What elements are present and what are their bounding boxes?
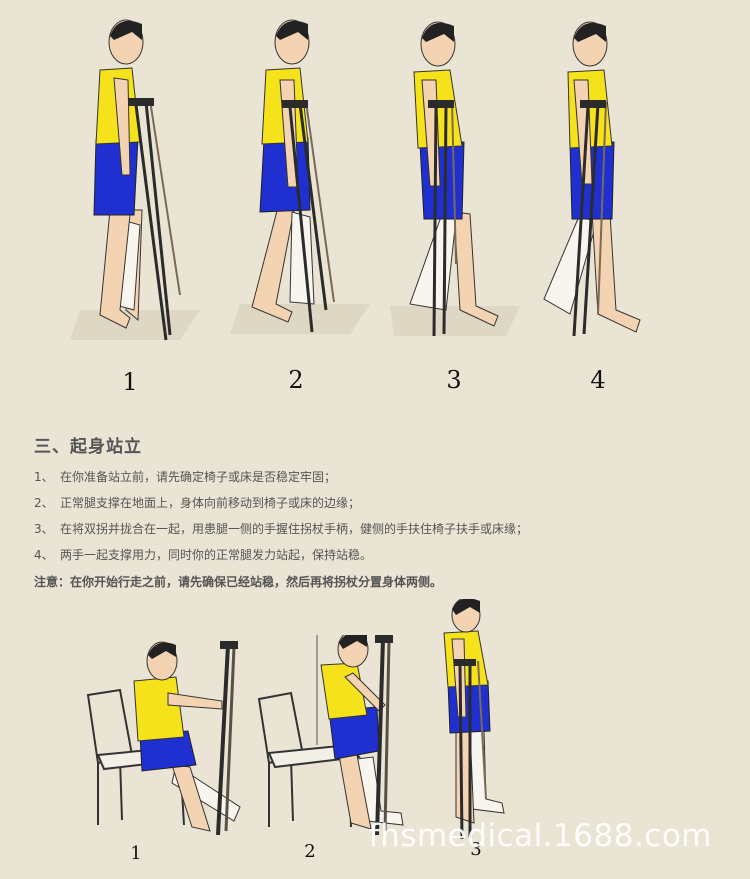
instruction-step: 2、正常腿支撑在地面上，身体向前移动到椅子或床的边缘； <box>34 495 734 511</box>
caution-note: 注意：在你开始行走之前，请先确保已经站稳，然后再将拐杖分置身体两侧。 <box>34 575 443 589</box>
stand-up-illustrations: 1 2 <box>0 595 750 879</box>
person-with-crutches-illustration <box>390 21 520 337</box>
stand-up-figure-1 <box>80 635 260 835</box>
stand-up-figure-2 <box>255 635 425 835</box>
instructions-section: 三、起身站立 1、在你准备站立前，请先确定椅子或床是否稳定牢固； 2、正常腿支撑… <box>34 432 734 590</box>
person-with-crutches-illustration <box>230 19 370 334</box>
walking-figure-4 <box>540 14 660 344</box>
instruction-step: 4、两手一起支撑用力，同时你的正常腿发力站起，保持站稳。 <box>34 547 734 563</box>
watermark: fhsmedical.1688.com <box>368 818 712 854</box>
figure-number: 3 <box>446 366 462 394</box>
instruction-step: 3、在将双拐并拢合在一起，用患腿一侧的手握住拐杖手柄，健侧的手扶住椅子扶手或床缘… <box>34 521 734 537</box>
walking-illustrations: 1 2 <box>0 0 750 395</box>
step-text: 两手一起支撑用力，同时你的正常腿发力站起，保持站稳。 <box>60 548 373 562</box>
walking-figure-2 <box>230 12 380 342</box>
instruction-step: 1、在你准备站立前，请先确定椅子或床是否稳定牢固； <box>34 469 734 485</box>
seated-person-with-crutches-illustration <box>86 641 241 835</box>
rising-person-with-crutches-illustration <box>257 635 404 835</box>
person-with-crutches-illustration <box>543 21 641 337</box>
walking-figure-1 <box>70 10 210 350</box>
figure-number: 3 <box>470 839 482 860</box>
step-index: 1、 <box>34 470 54 484</box>
step-text: 在你准备站立前，请先确定椅子或床是否稳定牢固； <box>60 470 337 484</box>
step-index: 4、 <box>34 548 54 562</box>
figure-number: 2 <box>304 841 316 862</box>
walking-figure-3 <box>390 14 530 344</box>
step-text: 在将双拐并拢合在一起，用患腿一侧的手握住拐杖手柄，健侧的手扶住椅子扶手或床缘； <box>60 522 529 536</box>
figure-number: 4 <box>590 366 606 394</box>
person-with-crutches-illustration <box>70 19 200 341</box>
section-title: 三、起身站立 <box>34 437 142 457</box>
step-index: 3、 <box>34 522 54 536</box>
stand-up-figure-3 <box>430 599 520 844</box>
figure-number: 1 <box>122 368 138 396</box>
step-text: 正常腿支撑在地面上，身体向前移动到椅子或床的边缘； <box>60 496 361 510</box>
figure-number: 1 <box>130 843 142 864</box>
figure-number: 2 <box>288 366 304 394</box>
step-index: 2、 <box>34 496 54 510</box>
standing-person-with-crutches-illustration <box>443 599 505 840</box>
